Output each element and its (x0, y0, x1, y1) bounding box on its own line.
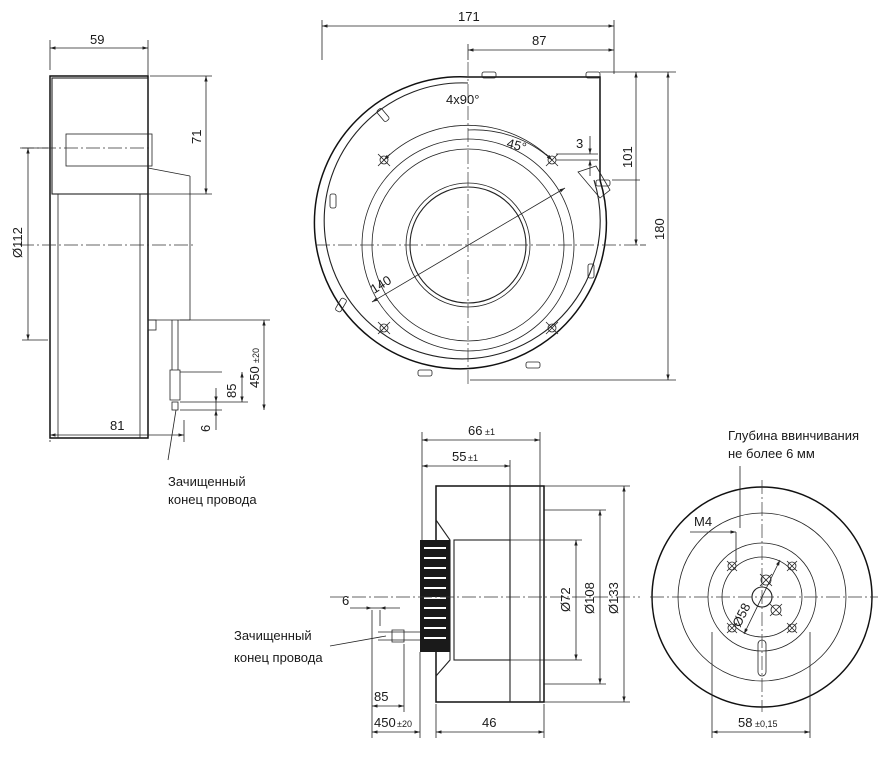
bottom-width2-label: 55 (452, 449, 466, 464)
front-angle-label: 4x90° (446, 92, 479, 107)
bottom-d133-label: Ø133 (606, 582, 621, 614)
side-height-label: 71 (189, 130, 204, 144)
bottom-caption-line2: конец провода (234, 650, 323, 665)
rear-diameter-label: Ø58 (729, 601, 753, 630)
front-angle2-label: 45° (505, 135, 528, 155)
bottom-width2-tol: ±1 (468, 453, 478, 463)
rear-spacing-tol: ±0,15 (755, 719, 777, 729)
side-view: 59 71 Ø112 81 450 ±20 85 6 Зачищенный ко… (10, 32, 270, 507)
rear-note-line2: не более 6 мм (728, 446, 815, 461)
front-total-height-label: 180 (652, 218, 667, 240)
front-diameter-label: 140 (368, 272, 394, 296)
side-diameter-label: Ø112 (10, 227, 25, 258)
bottom-side-view: 66 ±1 55 ±1 Ø72 Ø108 Ø133 6 85 450 ±20 (234, 423, 640, 738)
bottom-wire-long-label: 450 (374, 715, 396, 730)
bottom-wire-mid-label: 85 (374, 689, 388, 704)
side-wire-short-label: 6 (198, 425, 213, 432)
rear-view: Ø58 M4 Глубина ввинчивания не более 6 мм… (650, 428, 878, 738)
bottom-width-label: 66 (468, 423, 482, 438)
front-slot-label: 3 (576, 136, 583, 151)
front-height-label: 101 (620, 146, 635, 168)
rear-note-line1: Глубина ввинчивания (728, 428, 859, 443)
side-caption-line1: Зачищенный (168, 474, 246, 489)
side-caption-line2: конец провода (168, 492, 257, 507)
bottom-caption-line1: Зачищенный (234, 628, 312, 643)
bottom-width-tol: ±1 (485, 427, 495, 437)
rear-thread-label: M4 (694, 514, 712, 529)
side-wire-long-tol: ±20 (251, 348, 261, 363)
side-wire-long-label: 450 (247, 366, 262, 388)
bottom-length-label: 46 (482, 715, 496, 730)
bottom-wire-long-tol: ±20 (397, 719, 412, 729)
rear-spacing-label: 58 (738, 715, 752, 730)
bottom-wire-short-label: 6 (342, 593, 349, 608)
side-width-label: 59 (90, 32, 104, 47)
side-depth-label: 81 (110, 418, 124, 433)
front-half-width-label: 87 (532, 33, 546, 48)
front-view: 140 4x90° 45° 3 171 87 101 180 (313, 9, 676, 385)
front-width-label: 171 (458, 9, 480, 24)
side-wire-mid-label: 85 (224, 384, 239, 398)
bottom-d72-label: Ø72 (558, 587, 573, 612)
bottom-d108-label: Ø108 (582, 582, 597, 614)
